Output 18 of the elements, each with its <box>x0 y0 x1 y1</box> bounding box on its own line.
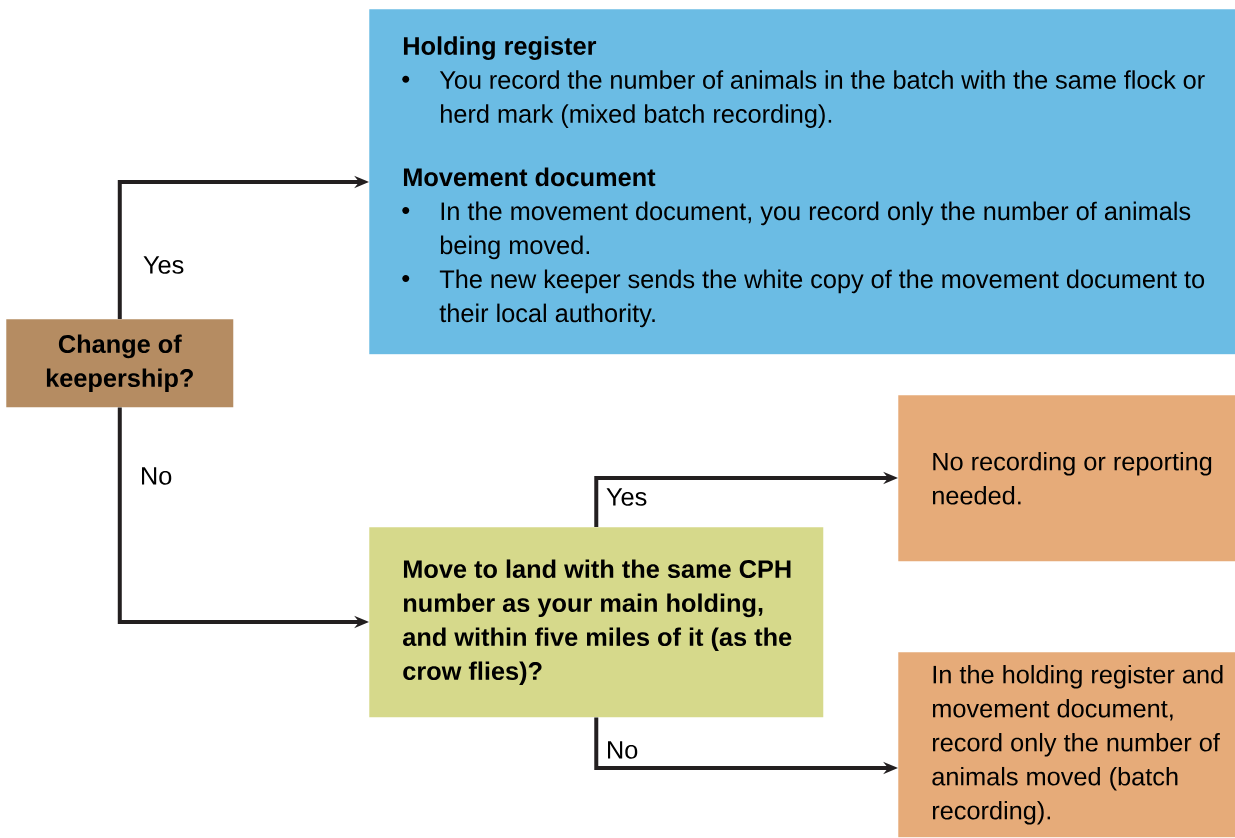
bullet-text: You record the number of animals in the batch with the same flock or herd mark (mixed batch recording). <box>439 70 1205 128</box>
box-text: In the holding register and movement document, record only the number of animals moved (batch recording). <box>932 664 1223 825</box>
outcome-box <box>898 652 1235 838</box>
edge-label: No <box>608 741 638 759</box>
bullet-text: The new keeper sends the white copy of the movement document to their local authority. <box>439 269 1205 328</box>
edge-label: No <box>142 467 172 485</box>
bullet-text: In the movement document, you record only the number of animals being moved. <box>440 201 1191 260</box>
info-box <box>369 9 1235 355</box>
heading: Movement document <box>403 167 656 187</box>
box-text: No recording or reporting needed. <box>932 451 1212 505</box>
edge-label: Yes <box>606 488 647 506</box>
box-text: Move to land with the same CPH number as your main holding, and within five miles of it (as the crow flies)? <box>403 559 792 686</box>
decision-box <box>6 319 234 408</box>
heading: Holding register <box>403 36 597 60</box>
outcome-box <box>898 395 1235 562</box>
edge-label: Yes <box>143 256 184 274</box>
decision-box <box>369 527 824 718</box>
box-text: Change of keepership? <box>46 334 193 393</box>
